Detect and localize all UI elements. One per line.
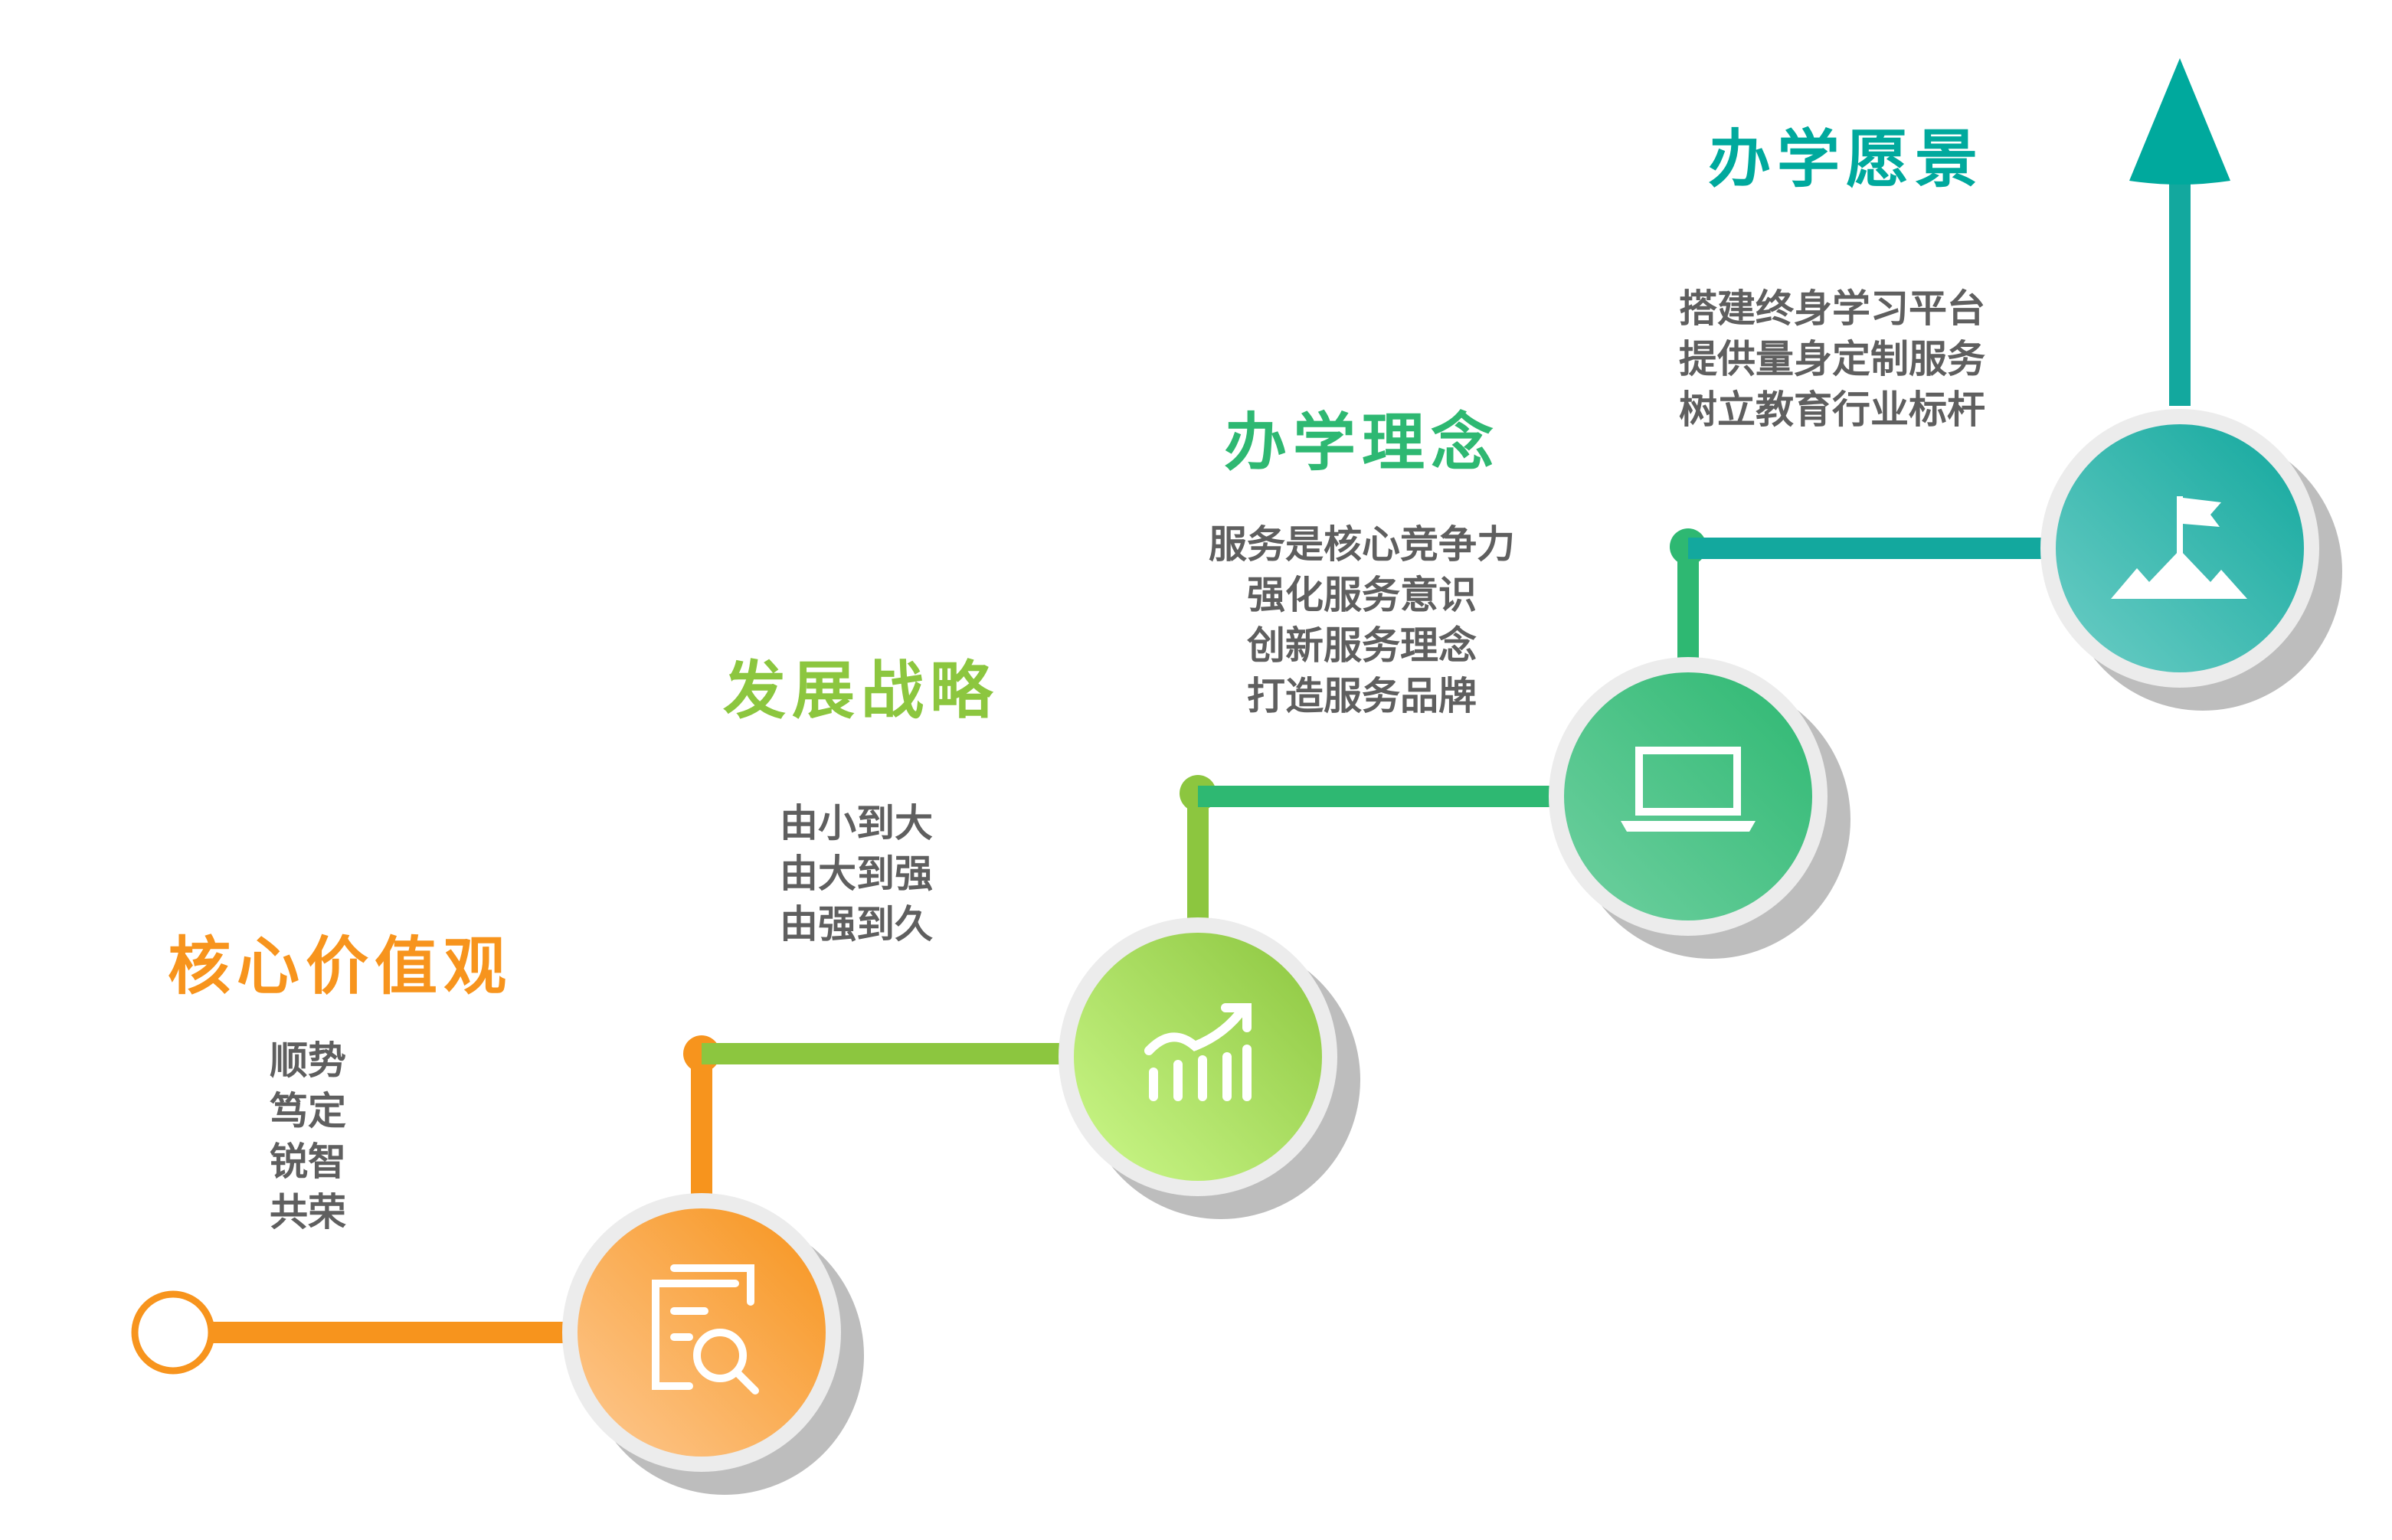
step-title: 办学理念: [1224, 406, 1500, 479]
start-node: [131, 1290, 215, 1375]
step-line: 创新服务理念: [1247, 623, 1477, 668]
step-line: 服务是核心竞争力: [1209, 522, 1515, 567]
document-search-icon: [652, 1264, 759, 1395]
step-title: 发展战略: [723, 654, 999, 727]
step-4-text: 办学愿景 搭建终身学习平台 提供量身定制服务 树立教育行业标杆: [1679, 123, 1985, 432]
step-circle-4: [2040, 409, 2342, 711]
laptop-icon: [1621, 747, 1756, 832]
connector-teal-horizontal: [1688, 538, 2048, 559]
connector-orange-vertical: [691, 1054, 712, 1199]
step-3-text: 办学理念 服务是核心竞争力 强化服务意识 创新服务理念 打造服务品牌: [1209, 406, 1515, 718]
step-line: 锐智: [270, 1139, 346, 1184]
step-line: 强化服务意识: [1247, 573, 1477, 617]
connectors: [131, 58, 2230, 1375]
connector-green-vertical: [1677, 547, 1699, 662]
connector-lime-horizontal: [702, 1043, 1062, 1064]
step-title: 办学愿景: [1708, 123, 1984, 196]
step-line: 笃定: [270, 1089, 346, 1133]
step-line: 提供量身定制服务: [1679, 337, 1985, 381]
step-line: 由强到久: [780, 902, 933, 947]
connector-orange-horizontal: [211, 1322, 571, 1343]
step-circle-2: [1059, 917, 1360, 1219]
connector-green-horizontal: [1198, 786, 1555, 807]
step-circle-1: [562, 1193, 864, 1495]
connector-lime-vertical: [1187, 793, 1209, 924]
step-line: 树立教育行业标杆: [1679, 387, 1985, 432]
step-line: 由大到强: [780, 852, 933, 896]
step-line: 顺势: [270, 1038, 346, 1083]
step-line: 由小到大: [780, 801, 933, 845]
step-title: 核心价值观: [168, 930, 512, 1003]
mountain-flag-icon: [2111, 496, 2247, 599]
step-line: 打造服务品牌: [1247, 674, 1477, 718]
connector-teal-vertical: [2169, 184, 2191, 406]
step-1-text: 核心价值观 顺势 笃定 锐智 共荣: [168, 930, 512, 1234]
arrow-up-icon: [2129, 58, 2230, 185]
bar-chart-growth-icon: [1144, 1003, 1252, 1101]
step-line: 搭建终身学习平台: [1679, 286, 1985, 331]
step-circle-3: [1549, 657, 1850, 959]
step-2-text: 发展战略 由小到大 由大到强 由强到久: [723, 654, 999, 947]
step-line: 共荣: [270, 1190, 346, 1234]
